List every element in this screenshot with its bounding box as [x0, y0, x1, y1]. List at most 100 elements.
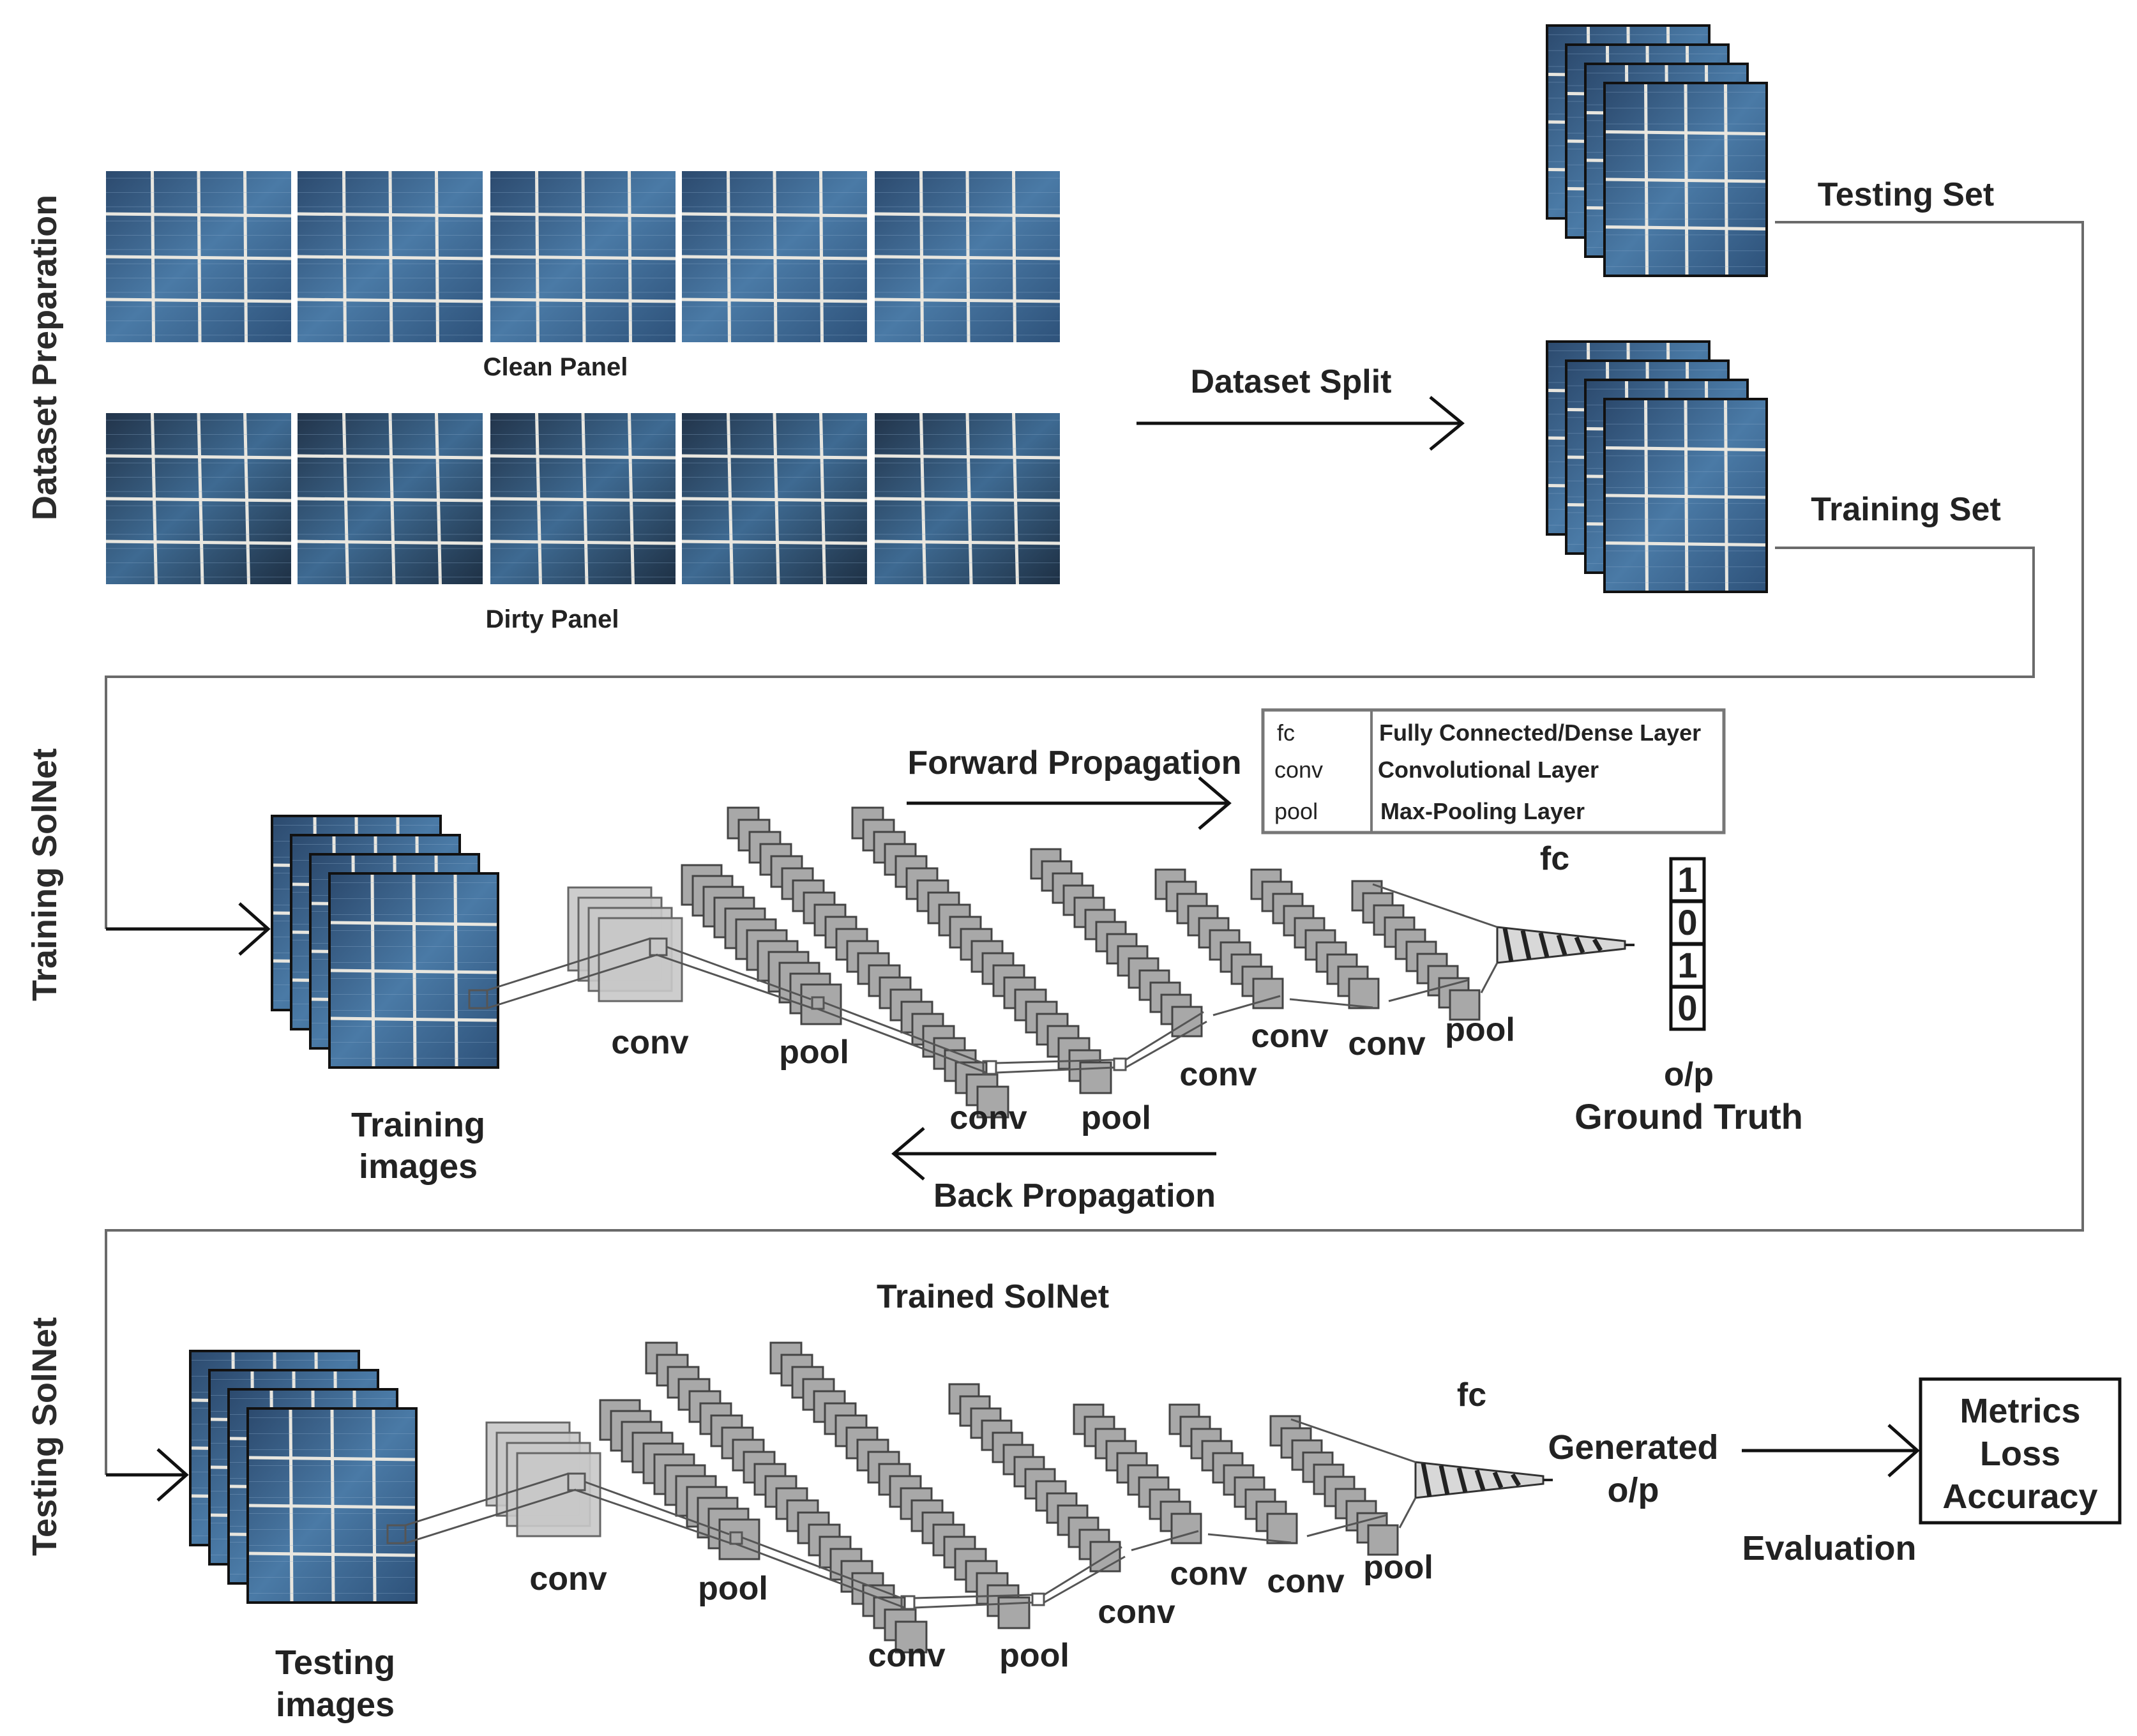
accuracy-label: Accuracy [1942, 1477, 2097, 1516]
forward-propagation-arrow [907, 776, 1232, 830]
output-bit-cell: 1 [1669, 942, 1706, 988]
evaluation-label: Evaluation [1742, 1529, 1916, 1567]
dirty-panel-image [681, 412, 868, 585]
dirty-panel-image [105, 412, 292, 585]
conv-block [485, 1421, 601, 1537]
clean-panel-image [490, 170, 676, 343]
testing-layer-label-conv-2: conv [868, 1637, 945, 1674]
testing-layer-label-conv-3: conv [1098, 1594, 1175, 1631]
conv-block [727, 806, 1009, 1119]
training-fc-label: fc [1540, 840, 1569, 877]
conv-block [1154, 868, 1284, 1009]
clean-panel-image [681, 170, 868, 343]
loss-label: Loss [1980, 1435, 2060, 1473]
training-images-label-2: images [359, 1147, 478, 1186]
clean-panel-label: Clean Panel [483, 353, 628, 381]
training-layer-label-conv-4: conv [1251, 1018, 1328, 1055]
testing-images-label-2: images [276, 1686, 395, 1724]
output-bit-cell: 1 [1669, 857, 1706, 903]
section-title-dataset-preparation: Dataset Preparation [26, 195, 64, 520]
legend-desc-conv: Convolutional Layer [1378, 757, 1599, 783]
metrics-label: Metrics [1960, 1392, 2080, 1430]
section-title-testing-solnet: Testing SolNet [26, 1317, 64, 1556]
testing-layer-label-pool-1: pool [698, 1570, 768, 1607]
layer-slice [1367, 1524, 1399, 1556]
testing-images-label-1: Testing [275, 1643, 395, 1682]
training-layer-label-pool-3: pool [1445, 1011, 1515, 1048]
testing-set-stack [1546, 24, 1768, 277]
layer-connections [468, 883, 1499, 1075]
training-input-arrow [106, 902, 271, 956]
training-images-label-1: Training [351, 1106, 485, 1144]
evaluation-arrow [1742, 1424, 1920, 1477]
clean-panel-image [297, 170, 483, 343]
layer-legend: fc Fully Connected/Dense Layer conv Conv… [1261, 708, 1726, 834]
testing-network-layers [386, 1341, 1553, 1654]
conv-block [645, 1341, 928, 1654]
pool-block [1269, 1415, 1399, 1556]
panel-image [1605, 400, 1766, 591]
output-bit: 1 [1677, 945, 1697, 985]
dataset-split-label: Dataset Split [1191, 363, 1392, 400]
training-layer-label-conv-1: conv [611, 1024, 688, 1061]
layer-slice [800, 983, 842, 1025]
training-set-image [1603, 398, 1768, 593]
layer-connections [386, 1418, 1417, 1610]
training-layer-label-conv-3: conv [1179, 1056, 1257, 1093]
layer-slice [1266, 1513, 1298, 1544]
legend-abbr-conv: conv [1274, 757, 1323, 783]
testing-set-image [1603, 82, 1768, 277]
testing-input-arrow [106, 1448, 189, 1502]
connector-lines [105, 221, 2084, 1475]
dirty-panel-label: Dirty Panel [486, 605, 619, 633]
output-bit: 1 [1677, 859, 1697, 900]
layer-slice [976, 1085, 1009, 1119]
metrics-box: Metrics Loss Accuracy [1919, 1377, 2122, 1525]
clean-panel-image [105, 170, 292, 343]
output-bit: 0 [1677, 988, 1697, 1028]
panel-image [330, 874, 497, 1067]
testing-fc-label: fc [1457, 1377, 1486, 1414]
panel-image [1605, 84, 1766, 275]
forward-propagation-label: Forward Propagation [908, 744, 1242, 781]
output-bit-cell: 0 [1669, 985, 1706, 1031]
layer-slice [1348, 977, 1380, 1009]
dirty-panel-image [490, 412, 676, 585]
pool-block [851, 806, 1112, 1094]
trained-solnet-label: Trained SolNet [877, 1278, 1109, 1315]
training-layer-label-pool-2: pool [1081, 1099, 1151, 1136]
training-set-stack [1546, 340, 1768, 593]
layer-slice [895, 1620, 928, 1654]
panel-image [248, 1409, 416, 1602]
legend-desc-fc: Fully Connected/Dense Layer [1379, 720, 1701, 746]
conv-block [567, 886, 683, 1002]
testing-image [246, 1407, 418, 1604]
testing-layer-label-pool-2: pool [999, 1637, 1069, 1674]
training-layer-label-pool-1: pool [779, 1034, 849, 1071]
conv-block [948, 1383, 1121, 1573]
testing-layer-label-conv-5: conv [1267, 1563, 1344, 1600]
dirty-panel-image [874, 412, 1061, 585]
training-network-layers [468, 806, 1635, 1119]
output-bit-cell: 0 [1669, 900, 1706, 946]
training-image [328, 872, 499, 1069]
training-layer-label-conv-2: conv [949, 1099, 1027, 1136]
conv-block [1250, 868, 1380, 1009]
dataset-split-arrow [1136, 396, 1465, 451]
testing-set-label: Testing Set [1818, 176, 1994, 213]
training-images-stack [271, 815, 499, 1069]
dirty-panel-images [105, 412, 1061, 585]
legend-abbr-pool: pool [1274, 798, 1318, 824]
testing-layer-label-pool-3: pool [1363, 1549, 1433, 1586]
layer-slice [718, 1518, 760, 1560]
pool-block [769, 1341, 1031, 1629]
pool-block [1351, 880, 1481, 1021]
testing-images-stack [189, 1350, 418, 1604]
testing-layer-label-conv-1: conv [529, 1560, 607, 1597]
conv-block [1168, 1403, 1298, 1544]
output-label: o/p [1664, 1056, 1714, 1093]
ground-truth-label: Ground Truth [1574, 1096, 1803, 1136]
training-layer-label-conv-5: conv [1348, 1025, 1425, 1062]
training-set-label: Training Set [1811, 491, 2001, 528]
